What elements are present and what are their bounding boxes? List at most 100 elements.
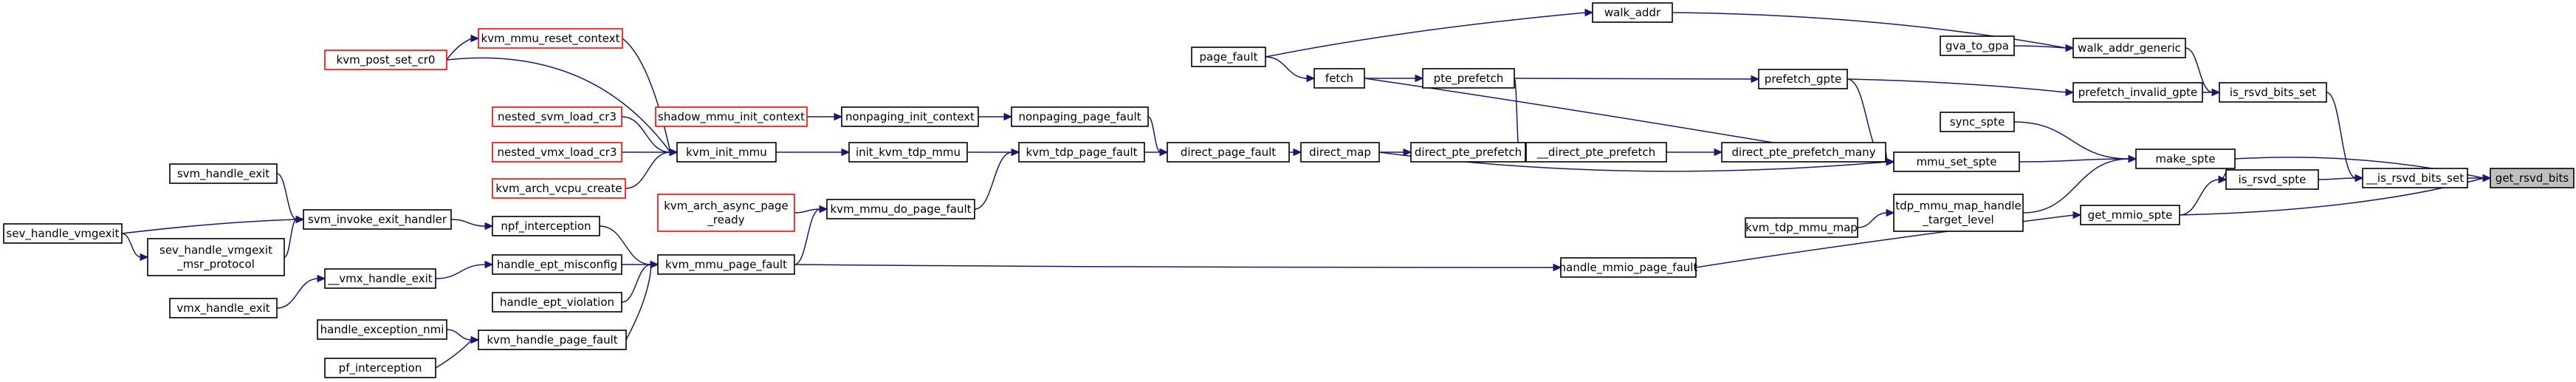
node-direct-page-fault[interactable]: direct_page_fault — [1167, 142, 1290, 163]
node-box-direct-map[interactable] — [1300, 142, 1380, 163]
node-box-vmx-handle-exit[interactable] — [324, 268, 436, 289]
node-box-svm-handle-exit[interactable] — [169, 163, 278, 184]
node-box-kvm-arch-async-page-ready[interactable] — [657, 194, 795, 232]
node-box-direct-pte-prefetch[interactable] — [1410, 142, 1526, 163]
node-box-get-rsvd-bits[interactable] — [2490, 168, 2575, 188]
node-pf-interception[interactable]: pf_interception — [324, 358, 436, 378]
node-npf-interception[interactable]: npf_interception — [492, 216, 600, 236]
node-box-pf-interception[interactable] — [324, 358, 436, 378]
node-box-kvm-post-set-cr0[interactable] — [324, 50, 447, 70]
node-box-nonpaging-page-fault[interactable] — [1011, 106, 1149, 127]
node-kvm-mmu-do-page-fault[interactable]: kvm_mmu_do_page_fault — [826, 199, 975, 219]
node-page-fault[interactable]: page_fault — [1191, 47, 1266, 67]
node-box-tdp-mmu-map-handle[interactable] — [1893, 194, 2024, 232]
node-box-nested-svm-load-cr3[interactable] — [492, 106, 622, 127]
node-box-page-fault[interactable] — [1191, 47, 1266, 67]
node-kvm-mmu-page-fault[interactable]: kvm_mmu_page_fault — [657, 254, 795, 275]
node-kvm-arch-async-page-ready[interactable]: kvm_arch_async_page_ready — [657, 194, 795, 232]
node-box-is-rsvd-bits-set[interactable] — [2219, 82, 2327, 103]
node-vmx-handle-exit[interactable]: vmx_handle_exit — [169, 298, 278, 318]
node-box-handle-ept-violation[interactable] — [492, 292, 622, 313]
node-sync-spte[interactable]: sync_spte — [1940, 112, 2015, 132]
node-box-kvm-tdp-page-fault[interactable] — [1018, 142, 1145, 163]
node-is-rsvd-bits-set[interactable]: is_rsvd_bits_set — [2219, 82, 2327, 103]
node-get-mmio-spte[interactable]: get_mmio_spte — [2080, 205, 2180, 225]
node-box-fetch[interactable] — [1313, 68, 1365, 89]
node-box-kvm-handle-page-fault[interactable] — [478, 330, 627, 350]
node-gva-to-gpa[interactable]: gva_to_gpa — [1940, 35, 2015, 56]
node-box-is-rsvd-bits-set[interactable] — [2362, 168, 2468, 188]
node-box-sev-handle-vmgexit-msr-protocol[interactable] — [147, 238, 285, 276]
node-box-direct-pte-prefetch[interactable] — [1525, 142, 1667, 163]
node-box-kvm-tdp-mmu-map[interactable] — [1745, 217, 1858, 238]
node-kvm-init-mmu[interactable]: kvm_init_mmu — [676, 142, 777, 163]
node-handle-ept-misconfig[interactable]: handle_ept_misconfig — [492, 254, 622, 275]
node-nonpaging-page-fault[interactable]: nonpaging_page_fault — [1011, 106, 1149, 127]
node-direct-pte-prefetch-many[interactable]: direct_pte_prefetch_many — [1721, 142, 1886, 163]
node-box-kvm-mmu-do-page-fault[interactable] — [826, 199, 975, 219]
node-kvm-post-set-cr0[interactable]: kvm_post_set_cr0 — [324, 50, 447, 70]
node-prefetch-gpte[interactable]: prefetch_gpte — [1758, 69, 1848, 89]
node-box-nonpaging-init-context[interactable] — [841, 106, 979, 127]
node-box-walk-addr-generic[interactable] — [2072, 38, 2186, 58]
node-kvm-tdp-page-fault[interactable]: kvm_tdp_page_fault — [1018, 142, 1145, 163]
node-box-make-spte[interactable] — [2135, 149, 2236, 169]
node-box-handle-mmio-page-fault[interactable] — [1560, 257, 1697, 278]
node-box-kvm-arch-vcpu-create[interactable] — [492, 178, 626, 199]
node-box-init-kvm-tdp-mmu[interactable] — [848, 142, 968, 163]
node-box-get-mmio-spte[interactable] — [2080, 205, 2180, 225]
node-box-sev-handle-vmgexit[interactable] — [3, 223, 123, 244]
node-nonpaging-init-context[interactable]: nonpaging_init_context — [841, 106, 979, 127]
node-box-mmu-set-spte[interactable] — [1893, 151, 2020, 172]
node-handle-mmio-page-fault[interactable]: handle_mmio_page_fault — [1559, 257, 1698, 278]
node-box-gva-to-gpa[interactable] — [1940, 35, 2015, 56]
node-direct-pte-prefetch[interactable]: __direct_pte_prefetch — [1525, 142, 1667, 163]
node-sev-handle-vmgexit[interactable]: sev_handle_vmgexit — [3, 223, 123, 244]
node-tdp-mmu-map-handle[interactable]: tdp_mmu_map_handle_target_level — [1893, 194, 2024, 232]
node-pte-prefetch[interactable]: pte_prefetch — [1422, 68, 1515, 89]
node-init-kvm-tdp-mmu[interactable]: init_kvm_tdp_mmu — [848, 142, 968, 163]
node-kvm-mmu-reset-context[interactable]: kvm_mmu_reset_context — [478, 28, 623, 49]
node-box-sync-spte[interactable] — [1940, 112, 2015, 132]
node-shadow-mmu-init-context[interactable]: shadow_mmu_init_context — [655, 106, 808, 127]
node-box-direct-page-fault[interactable] — [1167, 142, 1290, 163]
node-kvm-tdp-mmu-map[interactable]: kvm_tdp_mmu_map — [1745, 217, 1858, 238]
node-box-vmx-handle-exit[interactable] — [169, 298, 278, 318]
node-handle-exception-nmi[interactable]: handle_exception_nmi — [317, 319, 447, 340]
node-box-svm-invoke-exit-handler[interactable] — [303, 209, 452, 230]
node-make-spte[interactable]: make_spte — [2135, 149, 2236, 169]
node-box-npf-interception[interactable] — [492, 216, 600, 236]
node-mmu-set-spte[interactable]: mmu_set_spte — [1893, 151, 2020, 172]
node-is-rsvd-spte[interactable]: is_rsvd_spte — [2225, 169, 2319, 190]
node-nested-svm-load-cr3[interactable]: nested_svm_load_cr3 — [492, 106, 622, 127]
node-svm-invoke-exit-handler[interactable]: svm_invoke_exit_handler — [303, 209, 452, 230]
node-svm-handle-exit[interactable]: svm_handle_exit — [169, 163, 278, 184]
node-direct-map[interactable]: direct_map — [1300, 142, 1380, 163]
node-box-pte-prefetch[interactable] — [1422, 68, 1515, 89]
node-is-rsvd-bits-set[interactable]: __is_rsvd_bits_set — [2362, 168, 2468, 188]
node-box-shadow-mmu-init-context[interactable] — [655, 106, 808, 127]
node-nested-vmx-load-cr3[interactable]: nested_vmx_load_cr3 — [492, 142, 622, 163]
node-sev-handle-vmgexit-msr-protocol[interactable]: sev_handle_vmgexit_msr_protocol — [147, 238, 285, 276]
node-box-walk-addr[interactable] — [1592, 2, 1673, 23]
node-prefetch-invalid-gpte[interactable]: prefetch_invalid_gpte — [2072, 82, 2203, 103]
node-box-kvm-init-mmu[interactable] — [676, 142, 777, 163]
node-kvm-arch-vcpu-create[interactable]: kvm_arch_vcpu_create — [492, 178, 626, 199]
node-box-prefetch-gpte[interactable] — [1758, 69, 1848, 89]
node-kvm-handle-page-fault[interactable]: kvm_handle_page_fault — [478, 330, 627, 350]
node-box-handle-ept-misconfig[interactable] — [492, 254, 622, 275]
node-handle-ept-violation[interactable]: handle_ept_violation — [492, 292, 622, 313]
node-fetch[interactable]: fetch — [1313, 68, 1365, 89]
node-direct-pte-prefetch[interactable]: direct_pte_prefetch — [1410, 142, 1526, 163]
node-box-prefetch-invalid-gpte[interactable] — [2072, 82, 2203, 103]
node-box-direct-pte-prefetch-many[interactable] — [1721, 142, 1886, 163]
node-vmx-handle-exit[interactable]: __vmx_handle_exit — [324, 268, 436, 289]
node-box-kvm-mmu-page-fault[interactable] — [657, 254, 795, 275]
node-box-is-rsvd-spte[interactable] — [2225, 169, 2319, 190]
node-get-rsvd-bits[interactable]: get_rsvd_bits — [2490, 168, 2575, 188]
node-box-handle-exception-nmi[interactable] — [317, 319, 447, 340]
node-box-kvm-mmu-reset-context[interactable] — [478, 28, 623, 49]
node-walk-addr[interactable]: walk_addr — [1592, 2, 1673, 23]
node-walk-addr-generic[interactable]: walk_addr_generic — [2072, 38, 2186, 58]
node-box-nested-vmx-load-cr3[interactable] — [492, 142, 622, 163]
